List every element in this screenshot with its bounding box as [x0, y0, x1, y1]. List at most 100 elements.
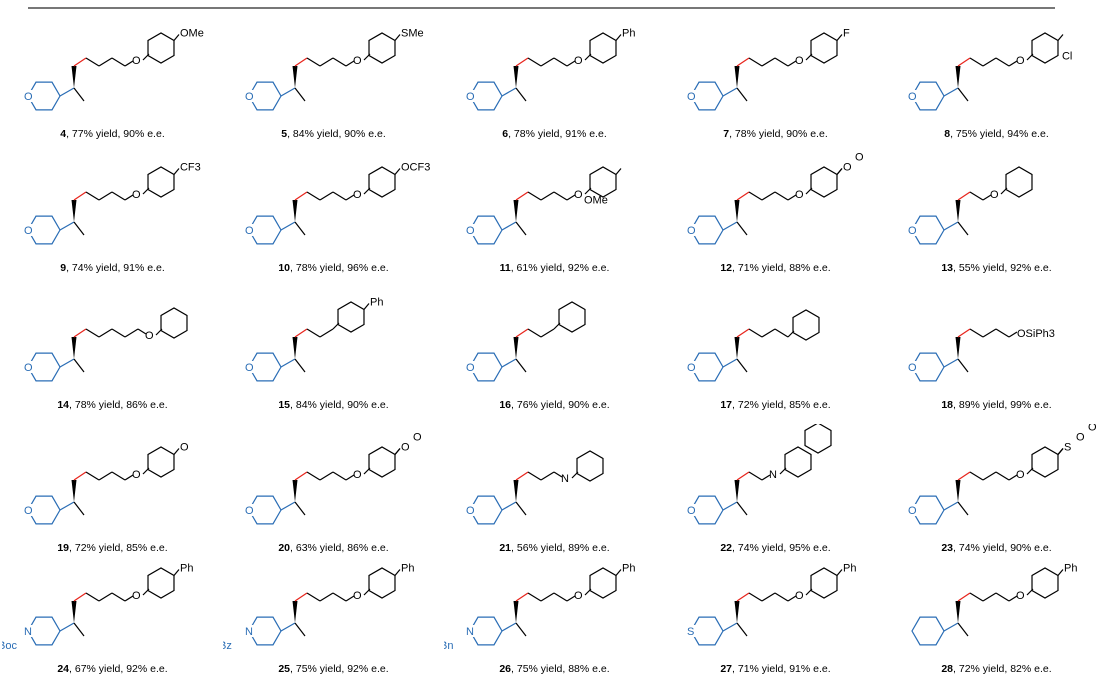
compound-caption: 23, 74% yield, 90% e.e. [886, 542, 1107, 554]
new-cc-bond [73, 57, 87, 67]
ring-bond [501, 358, 517, 368]
chain-bond [553, 592, 568, 602]
ring-heteroatom: O [24, 91, 33, 103]
wedge-bond [513, 66, 519, 88]
yield-ee-text: , 78% yield, 86% e.e. [69, 399, 168, 411]
methyl-bond [515, 622, 527, 637]
methyl-bond [736, 622, 748, 637]
wedge-bond [71, 480, 77, 502]
wedge-bond [955, 200, 961, 222]
compound-caption: 13, 55% yield, 92% e.e. [886, 262, 1107, 274]
chain-bond [306, 57, 321, 67]
new-cc-bond [957, 57, 971, 67]
terminal-group: OSiPh3 [1017, 328, 1055, 340]
methyl-bond [515, 87, 527, 102]
bond [787, 595, 797, 602]
substituent-label: O [1076, 432, 1085, 444]
compound-number: 11 [499, 262, 511, 274]
compound-caption: 27, 71% yield, 91% e.e. [665, 663, 886, 675]
aryl-ring [576, 450, 604, 482]
wedge-bond [955, 480, 961, 502]
substituent-bond [394, 168, 401, 175]
wedge-bond [292, 66, 298, 88]
chain-bond [319, 328, 334, 338]
methyl-bond [957, 622, 969, 637]
wedge-bond [513, 601, 519, 623]
aryl-ring [1005, 166, 1033, 198]
methyl-bond [73, 358, 85, 373]
methyl-bond [294, 87, 306, 102]
structure-13: OO [907, 166, 1033, 245]
new-cc-bond [515, 471, 529, 481]
ring-bond [501, 221, 517, 231]
aryl-ring [1031, 32, 1059, 64]
compound-caption: 16, 76% yield, 90% e.e. [444, 399, 665, 411]
chain-bond [111, 57, 126, 67]
substituent-bond [394, 448, 401, 455]
new-cc-bond [957, 328, 971, 338]
linker-atom: O [1016, 469, 1025, 481]
wedge-bond [292, 480, 298, 502]
structure-16: O [465, 301, 586, 382]
chain-bond [332, 57, 347, 67]
new-cc-bond [294, 191, 308, 201]
structure-25: NBzOPh [223, 563, 414, 653]
chain-bond [527, 471, 542, 481]
chain-bond [332, 191, 347, 201]
ring-heteroatom: O [24, 505, 33, 517]
chain-bond [111, 191, 126, 201]
chain-bond [748, 471, 763, 481]
ring-heteroatom: O [466, 91, 475, 103]
ring-bond [280, 87, 296, 97]
yield-ee-text: , 55% yield, 92% e.e. [953, 262, 1052, 274]
bond [124, 595, 134, 602]
bond [137, 328, 147, 335]
structure-15: OPh [244, 297, 383, 382]
bond [982, 194, 992, 201]
compound-number: 8 [944, 128, 951, 140]
bond [553, 471, 563, 478]
yield-ee-text: , 56% yield, 89% e.e. [511, 542, 610, 554]
chain-bond [761, 191, 776, 201]
aryl-ring [810, 567, 838, 599]
aryl-ring [147, 446, 175, 478]
linker-atom: O [574, 590, 583, 602]
aryl-ring [337, 301, 365, 333]
new-cc-bond [294, 328, 308, 338]
chain-bond [540, 191, 555, 201]
wedge-bond [292, 601, 298, 623]
substituent-bond [615, 168, 622, 175]
chain-bond [969, 328, 984, 338]
compound-number: 5 [281, 128, 288, 140]
chain-bond [98, 191, 113, 201]
bond [787, 60, 797, 67]
structure-21: ON [465, 450, 604, 525]
substituent-label: Ph [370, 297, 383, 309]
ring-heteroatom: N [24, 626, 32, 638]
yield-ee-text: , 74% yield, 90% e.e. [953, 542, 1052, 554]
bond [566, 60, 576, 67]
bond [566, 194, 576, 201]
compound-number: 24 [57, 663, 70, 675]
chain-bond [969, 471, 984, 481]
aryl-ring [160, 307, 188, 339]
chain-bond [85, 471, 100, 481]
compound-number: 19 [57, 542, 70, 554]
chain-bond [306, 471, 321, 481]
ring-bond [943, 87, 959, 97]
chain-bond [982, 57, 997, 67]
chain-bond [553, 191, 568, 201]
compound-caption: 14, 78% yield, 86% e.e. [2, 399, 223, 411]
compound-number: 25 [278, 663, 291, 675]
substituent-label: O [413, 432, 422, 444]
substituent-label: OCF3 [401, 162, 430, 174]
compound-number: 18 [941, 399, 954, 411]
yield-ee-text: , 84% yield, 90% e.e. [290, 399, 389, 411]
new-cc-bond [515, 328, 529, 338]
chain-bond [306, 328, 321, 338]
structure-28: OPh [911, 563, 1077, 646]
bond [1008, 474, 1018, 481]
aryl-ring [147, 32, 175, 64]
yield-ee-text: , 77% yield, 90% e.e. [66, 128, 165, 140]
